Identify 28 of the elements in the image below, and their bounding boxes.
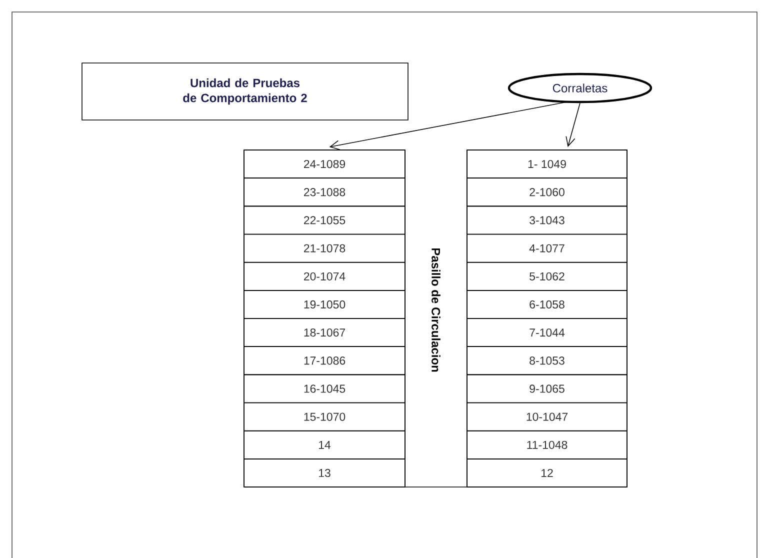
- table-cell: 15-1070: [244, 402, 406, 432]
- table-cell: 24-1089: [244, 150, 406, 178]
- table-cell: 23-1088: [244, 178, 406, 207]
- table-cell: 8-1053: [466, 346, 628, 376]
- table-cell: 11-1048: [466, 430, 628, 460]
- table-cell: 17-1086: [244, 346, 406, 376]
- table-cell: 4-1077: [466, 234, 628, 263]
- table-cell: 7-1044: [466, 318, 628, 347]
- table-cell: 2-1060: [466, 178, 628, 207]
- title-box: Unidad de Pruebas de Comportamiento 2: [82, 62, 408, 120]
- table-cell: 22-1055: [244, 206, 406, 235]
- table-cell: 3-1043: [466, 206, 628, 235]
- table-cell: 14: [244, 430, 406, 460]
- table-cell: 9-1065: [466, 374, 628, 404]
- table-cell: 13: [244, 458, 406, 488]
- table-cell: 18-1067: [244, 318, 406, 347]
- table-cell: 10-1047: [466, 402, 628, 432]
- table-cell: 6-1058: [466, 290, 628, 319]
- table-cell: 21-1078: [244, 234, 406, 263]
- arrow: [329, 102, 566, 150]
- corridor-label: Pasillo de Circulacion: [432, 248, 440, 372]
- table-cell: 16-1045: [244, 374, 406, 404]
- table-cell: 1- 1049: [466, 150, 628, 178]
- table-cell: 20-1074: [244, 262, 406, 291]
- arrow: [566, 102, 580, 147]
- table-cell: 12: [466, 458, 628, 488]
- table-cell: 5-1062: [466, 262, 628, 291]
- table-cell: 19-1050: [244, 290, 406, 319]
